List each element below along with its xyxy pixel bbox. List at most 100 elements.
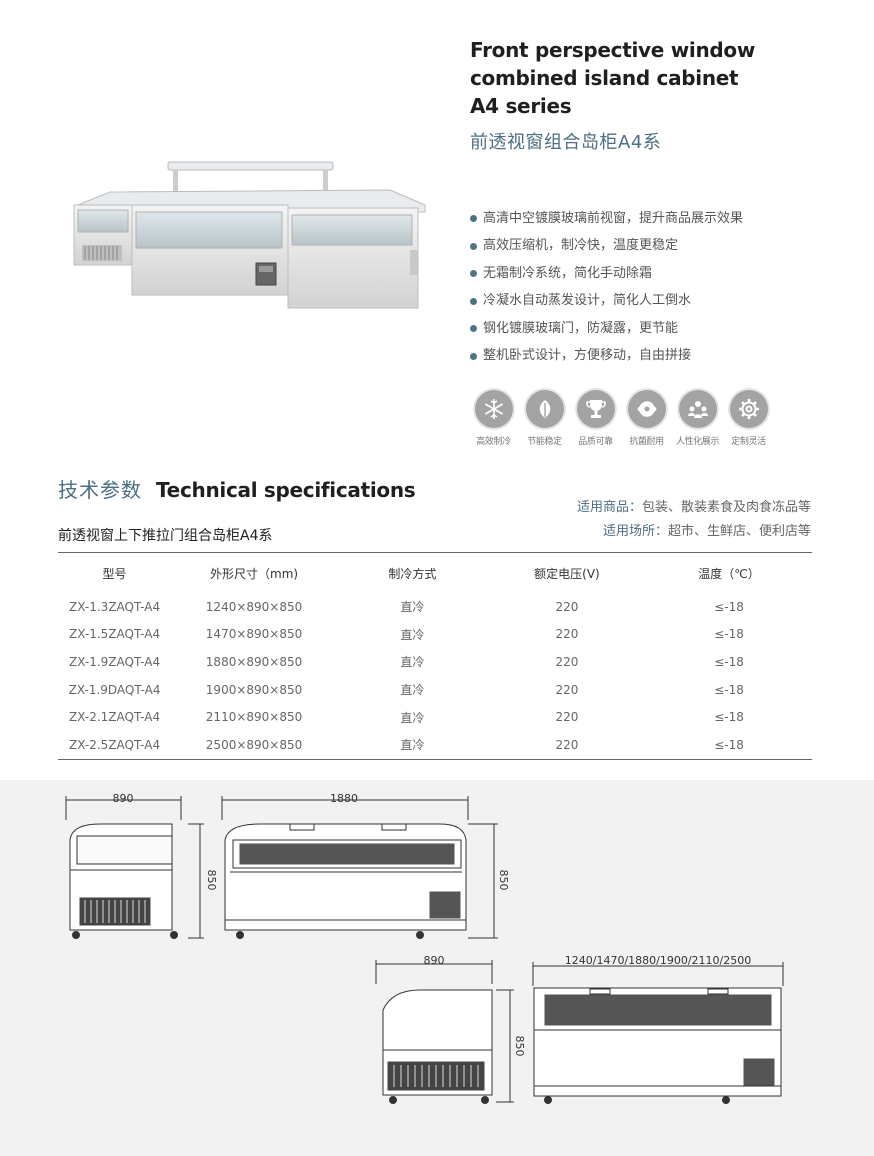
cell-temp: ≤-18 [714, 710, 744, 725]
cell-voltage: 220 [555, 654, 579, 669]
cell-model: ZX-1.9DAQT-A4 [68, 682, 161, 697]
cell-model: ZX-1.3ZAQT-A4 [69, 599, 161, 614]
feature-item: 钢化镀膜玻璃门，防凝露，更节能 [470, 315, 743, 343]
table-row: ZX-2.5ZAQT-A4 2500×890×850 直冷 220 ≤-18 [58, 731, 812, 759]
badge-quality: 品质可靠 [570, 390, 621, 447]
bullet-icon [470, 297, 477, 305]
applicability: 适用商品：包装、散装素食及肉食冻品等 适用场所：超市、生鲜店、便利店等 [577, 496, 811, 544]
cell-cooling: 直冷 [400, 600, 425, 615]
bullet-icon [470, 352, 477, 360]
table-row: ZX-1.9ZAQT-A4 1880×890×850 直冷 220 ≤-18 [58, 648, 812, 676]
specs-table: 型号 外形尺寸（mm) 制冷方式 额定电压(V) 温度（℃） ZX-1.3ZAQ… [58, 552, 812, 760]
cell-voltage: 220 [555, 599, 579, 614]
badge-label: 品质可靠 [578, 437, 613, 447]
badge-label: 高效制冷 [476, 437, 511, 447]
table-row: ZX-1.9DAQT-A4 1900×890×850 直冷 220 ≤-18 [58, 676, 812, 704]
title-en-line: Front perspective window [470, 38, 756, 62]
table-row: ZX-1.5ZAQT-A4 1470×890×850 直冷 220 ≤-18 [58, 621, 812, 649]
bullet-icon [470, 215, 477, 223]
specs-heading: 技术参数 Technical specifications [58, 474, 416, 503]
badge-custom: 定制灵活 [723, 390, 774, 447]
specs-heading-en: Technical specifications [156, 478, 416, 502]
cell-size: 1470×890×850 [205, 627, 303, 642]
feature-item: 高清中空镀膜玻璃前视窗，提升商品展示效果 [470, 205, 743, 233]
title-en-line: A4 series [470, 94, 572, 118]
feature-text: 整机卧式设计，方便移动，自由拼接 [483, 348, 692, 364]
cell-size: 1900×890×850 [205, 682, 303, 697]
cell-voltage: 220 [555, 737, 579, 752]
title-en-line: combined island cabinet [470, 66, 739, 90]
front-view-2 [532, 962, 784, 1104]
dim-label: 850 [513, 1036, 526, 1057]
feature-text: 高清中空镀膜玻璃前视窗，提升商品展示效果 [483, 210, 744, 226]
cell-model: ZX-2.1ZAQT-A4 [69, 710, 161, 725]
applicable-places: 适用场所：超市、生鲜店、便利店等 [577, 520, 811, 544]
applicable-goods-value: 包装、散装素食及肉食冻品等 [641, 500, 811, 515]
drawing-canvas: 890 1880 850 850 890 1240/1470/1880/1900… [65, 792, 784, 1104]
cell-size: 1880×890×850 [205, 654, 303, 669]
shield-icon [627, 390, 666, 428]
applicable-goods: 适用商品：包装、散装素食及肉食冻品等 [577, 496, 811, 520]
col-header: 制冷方式 [388, 566, 437, 581]
feature-item: 高效压缩机，制冷快，温度更稳定 [470, 233, 743, 261]
cell-cooling: 直冷 [400, 738, 425, 753]
cell-voltage: 220 [555, 710, 579, 725]
dim-label: 1880 [330, 792, 358, 805]
side-view-2 [375, 960, 514, 1104]
badge-label: 人性化展示 [675, 437, 719, 447]
cell-cooling: 直冷 [400, 627, 425, 642]
title-cn: 前透视窗组合岛柜A4系 [470, 132, 662, 153]
cell-temp: ≤-18 [714, 599, 744, 614]
cell-cooling: 直冷 [400, 710, 425, 725]
front-view-1 [221, 796, 498, 939]
feature-item: 冷凝水自动蒸发设计，简化人工倒水 [470, 288, 743, 316]
cell-model: ZX-1.5ZAQT-A4 [69, 627, 161, 642]
cell-size: 2500×890×850 [205, 737, 303, 752]
trophy-icon [576, 390, 615, 428]
cell-model: ZX-2.5ZAQT-A4 [69, 737, 161, 752]
applicable-places-value: 超市、生鲜店、便利店等 [667, 524, 811, 539]
cell-cooling: 直冷 [400, 655, 425, 670]
cell-model: ZX-1.9ZAQT-A4 [69, 654, 161, 669]
table-header-row: 型号 外形尺寸（mm) 制冷方式 额定电压(V) 温度（℃） [58, 553, 812, 593]
dim-label: 890 [113, 792, 134, 805]
badge-label: 节能稳定 [527, 437, 562, 447]
applicable-goods-label: 适用商品： [576, 500, 642, 515]
cell-temp: ≤-18 [714, 682, 744, 697]
title-block: Front perspective window combined island… [470, 36, 850, 154]
feature-text: 钢化镀膜玻璃门，防凝露，更节能 [483, 320, 679, 336]
feature-badges: 高效制冷 节能稳定 品质可靠 抗菌耐用 人性化展示 定制灵活 [468, 390, 774, 447]
badge-label: 抗菌耐用 [629, 437, 664, 447]
badge-cooling: 高效制冷 [468, 390, 519, 447]
bullet-icon [470, 325, 477, 333]
product-photo [73, 161, 426, 309]
table-row: ZX-1.3ZAQT-A4 1240×890×850 直冷 220 ≤-18 [58, 593, 812, 621]
dim-label: 850 [205, 870, 218, 891]
side-view-1 [65, 796, 204, 939]
leaf-icon [525, 390, 564, 428]
gear-icon [729, 390, 768, 428]
cell-temp: ≤-18 [714, 627, 744, 642]
dim-label: 1240/1470/1880/1900/2110/2500 [565, 954, 752, 967]
feature-text: 高效压缩机，制冷快，温度更稳定 [483, 238, 679, 254]
snowflake-icon [474, 390, 513, 428]
feature-text: 冷凝水自动蒸发设计，简化人工倒水 [483, 293, 692, 309]
badge-display: 人性化展示 [672, 390, 723, 447]
bullet-icon [470, 270, 477, 278]
bullet-icon [470, 242, 477, 250]
title-en: Front perspective window combined island… [470, 36, 850, 120]
specs-heading-cn: 技术参数 [58, 478, 142, 502]
cell-temp: ≤-18 [714, 737, 744, 752]
badge-energy: 节能稳定 [519, 390, 570, 447]
col-header: 温度（℃） [698, 566, 760, 581]
col-header: 型号 [102, 566, 127, 581]
dim-label: 890 [424, 954, 445, 967]
cell-size: 1240×890×850 [205, 599, 303, 614]
cell-voltage: 220 [555, 627, 579, 642]
applicable-places-label: 适用场所： [602, 524, 668, 539]
badge-label: 定制灵活 [731, 437, 766, 447]
cell-cooling: 直冷 [400, 683, 425, 698]
cell-voltage: 220 [555, 682, 579, 697]
feature-item: 无霜制冷系统，简化手动除霜 [470, 260, 743, 288]
table-row: ZX-2.1ZAQT-A4 2110×890×850 直冷 220 ≤-18 [58, 703, 812, 731]
